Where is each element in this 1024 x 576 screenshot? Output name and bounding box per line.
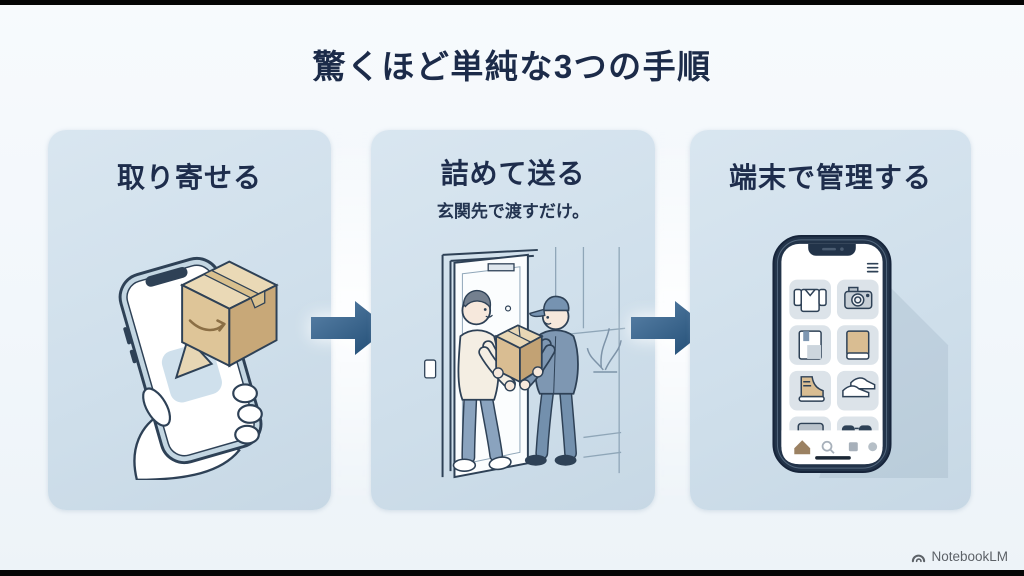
step-panel-manage-on-device: 端末で管理する: [690, 130, 971, 510]
thumb: [141, 386, 171, 427]
step-panel-order: 取り寄せる: [48, 130, 331, 510]
sneakers-icon: [841, 377, 875, 398]
step-title: 取り寄せる: [116, 162, 262, 193]
hand: [492, 367, 504, 379]
arrow-right-icon: [631, 301, 709, 355]
step-illustration-wrap: [48, 196, 331, 510]
doorbell: [424, 359, 437, 379]
jacket-zip: [553, 336, 557, 394]
hamburger-menu-icon: [866, 262, 878, 273]
courier-cap: [542, 295, 570, 312]
order-phone-illustration: [118, 256, 279, 480]
step-subtitle: 玄関先で渡すだけ。: [436, 202, 590, 221]
watermark-label: NotebookLM: [931, 549, 1008, 564]
finger: [231, 382, 258, 403]
item-manager-phone-illustration: [771, 234, 948, 478]
hand: [532, 366, 544, 378]
courier-person: [518, 295, 579, 466]
hand: [504, 380, 516, 392]
shipping-box-icon: [179, 259, 279, 367]
step-panel-pack-send: 詰めて送る 玄関先で渡すだけ。: [371, 130, 655, 510]
book-icon: [845, 330, 869, 360]
hair: [462, 289, 492, 310]
phone-notch: [145, 266, 188, 287]
shirt-icon: [793, 288, 827, 313]
step-title: 端末で管理する: [728, 162, 932, 193]
profile-icon: [867, 442, 877, 452]
notebook-icon: [798, 330, 822, 360]
plant-icon: [586, 328, 622, 373]
door-peephole: [504, 305, 512, 312]
letterbox-top: [0, 0, 1024, 5]
arrow-right-icon: [311, 301, 389, 355]
home-indicator: [814, 456, 851, 460]
hand: [519, 379, 531, 391]
watermark: NotebookLM: [911, 549, 1008, 564]
finger: [233, 424, 260, 445]
home-icon: [793, 440, 810, 455]
step-illustration-wrap: [371, 222, 655, 510]
step-title: 詰めて送る: [440, 158, 586, 189]
doorstep-handoff-illustration: [424, 246, 626, 479]
step-illustration-wrap: [690, 196, 971, 510]
letterbox-bottom: [0, 570, 1024, 576]
grid-icon: [848, 442, 858, 452]
notebooklm-logo-icon: [912, 554, 926, 562]
boot-icon: [798, 376, 825, 402]
finger: [236, 403, 263, 424]
search-icon: [821, 440, 835, 454]
page-title: 驚くほど単純な3つの手順: [312, 48, 712, 85]
camera-icon: [843, 286, 872, 310]
door-closer: [487, 263, 515, 272]
